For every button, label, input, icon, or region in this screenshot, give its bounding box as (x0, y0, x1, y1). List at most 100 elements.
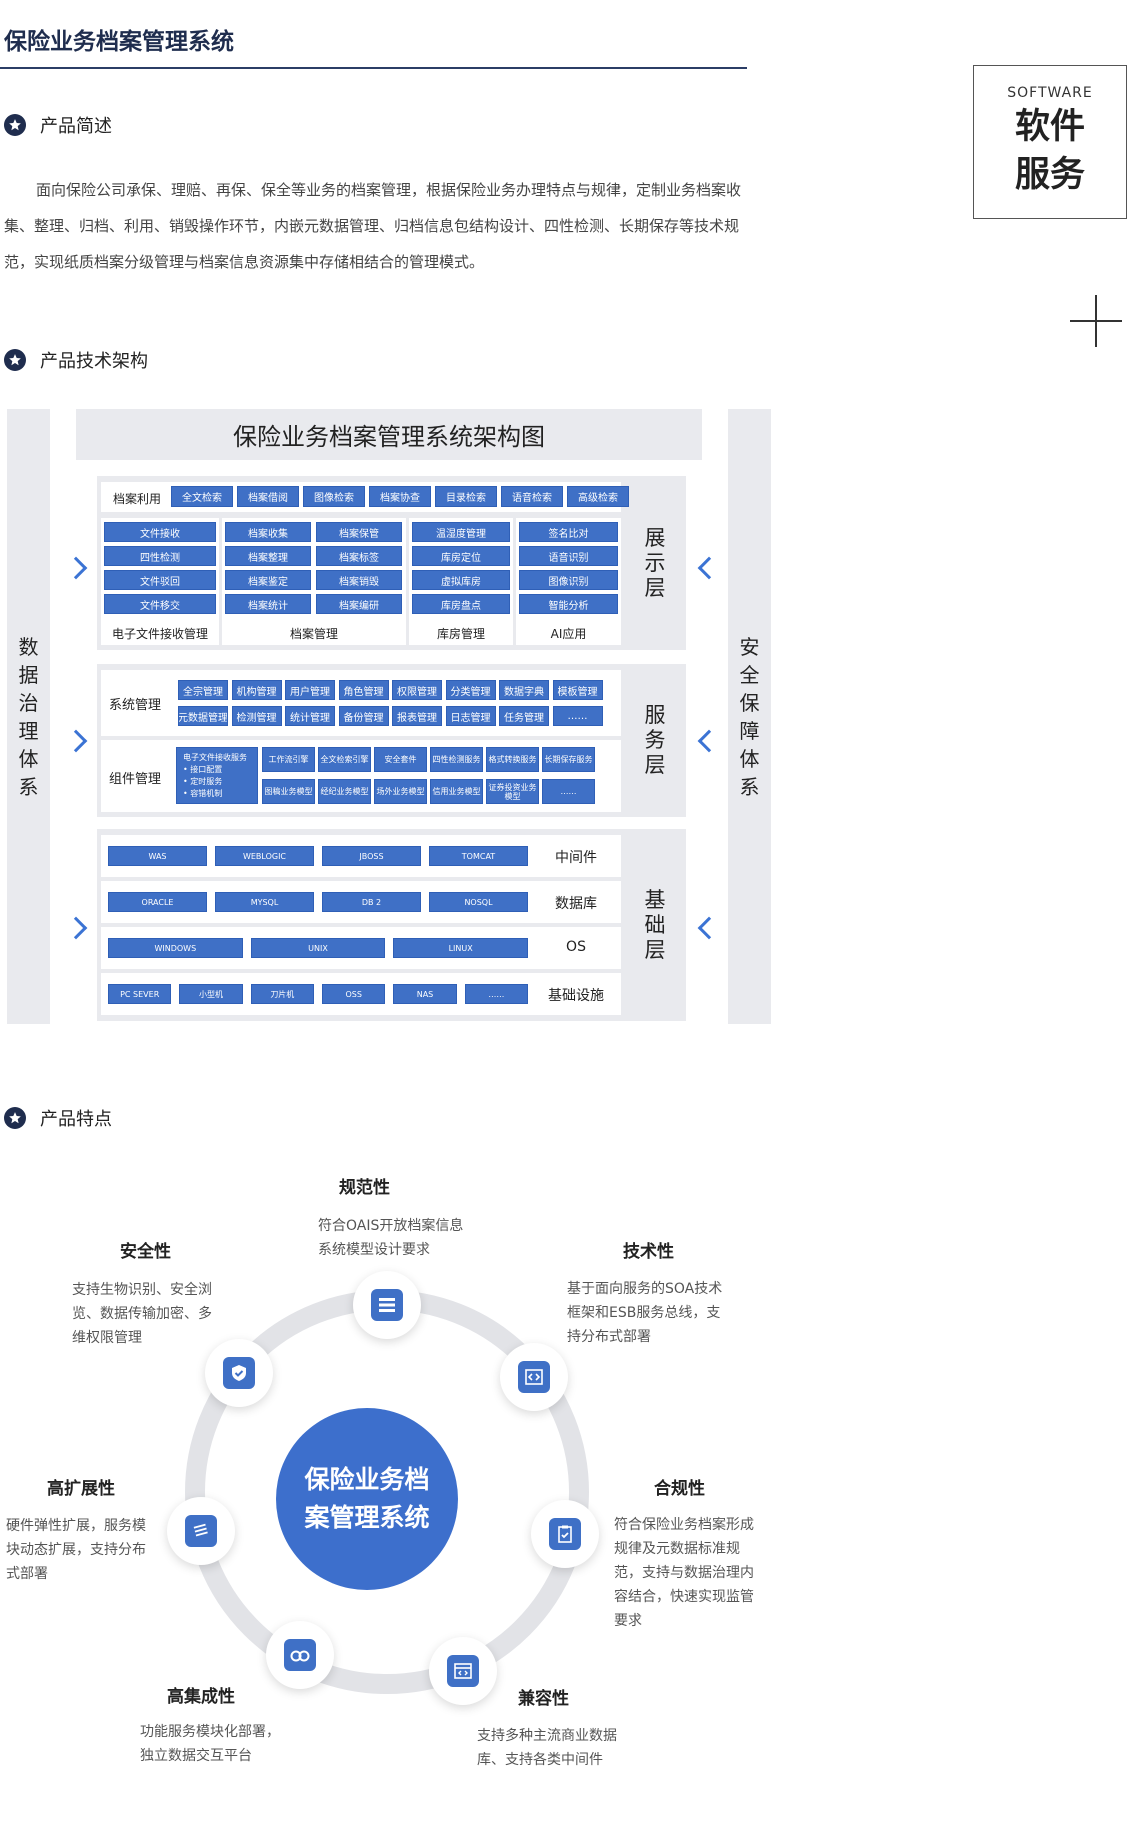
store-item: 库房盘点 (412, 594, 510, 614)
mgmt-item: 档案统计 (225, 594, 311, 614)
display-layer-label: 展示层 (624, 476, 686, 650)
vertical-char: 基 (644, 887, 666, 912)
feature-desc-line: 系统模型设计要求 (318, 1242, 430, 1258)
browser-code-icon (447, 1655, 479, 1687)
vertical-char: 示 (644, 550, 666, 575)
feature-node (531, 1500, 599, 1568)
feature-desc-line: 规律及元数据标准规 (614, 1541, 740, 1557)
base-item: LINUX (393, 938, 528, 958)
base-item: WINDOWS (108, 938, 243, 958)
vertical-char: 层 (644, 753, 666, 777)
service-layer-label: 服务层 (624, 664, 686, 817)
layers-icon (185, 1515, 217, 1547)
comp-first-line: 电子文件接收服务 (183, 752, 247, 762)
feature-desc-line: 要求 (614, 1613, 642, 1629)
comp-item: 长期保存服务 (542, 747, 595, 772)
star-icon (4, 1107, 26, 1129)
archive-use-item: 图像检索 (303, 486, 365, 507)
feature-title: 高集成性 (167, 1687, 235, 1707)
feature-desc-line: 支持多种主流商业数据 (477, 1728, 617, 1744)
feature-title: 兼容性 (518, 1689, 569, 1709)
vertical-char: 系 (18, 774, 39, 799)
software-service-badge: SOFTWARE 软件 服务 (973, 65, 1127, 219)
comp-item: 经纪业务模型 (318, 779, 371, 804)
feature-desc-line: 基于面向服务的SOA技术 (567, 1281, 723, 1297)
feature-desc: 符合OAIS开放档案信息系统模型设计要求 (318, 1214, 463, 1262)
vertical-char: 体 (739, 746, 760, 771)
feature-desc: 基于面向服务的SOA技术框架和ESB服务总线，支持分布式部署 (567, 1277, 722, 1349)
feature-desc: 硬件弹性扩展，服务模块动态扩展，支持分布式部署 (6, 1514, 146, 1586)
base-layer-label: 基础层 (624, 829, 686, 1021)
star-icon (4, 114, 26, 136)
vertical-char: 系 (739, 774, 760, 799)
recv-item: 四性检测 (104, 546, 216, 566)
base-item: 刀片机 (250, 984, 314, 1004)
feature-desc-line: 持分布式部署 (567, 1329, 651, 1345)
base-item: WEBLOGIC (215, 846, 314, 866)
sys-item: 数据字典 (499, 680, 549, 700)
base-item: WAS (108, 846, 207, 866)
vertical-char: 安 (739, 634, 760, 659)
archive-use-item: 高级检索 (567, 486, 629, 507)
badge-en: SOFTWARE (1007, 85, 1093, 101)
base-item: TOMCAT (429, 846, 528, 866)
chevron-left-icon (697, 729, 721, 753)
base-item: PC SEVER (108, 984, 172, 1004)
comp-item: …… (542, 779, 595, 804)
vertical-char: 治 (18, 690, 39, 715)
comp-item: 全文检索引擎 (318, 747, 371, 772)
feature-desc: 符合保险业务档案形成规律及元数据标准规范，支持与数据治理内容结合，快速实现监管要… (614, 1513, 754, 1633)
sys-item: 机构管理 (231, 680, 282, 700)
page-title: 保险业务档案管理系统 (4, 28, 234, 55)
vertical-char: 务 (644, 728, 666, 752)
vertical-char: 体 (18, 746, 39, 771)
server-icon (371, 1289, 403, 1321)
comp-first-line: • 容错机制 (183, 788, 223, 798)
ai-item: 智能分析 (519, 594, 618, 614)
comp-item: 格式转换服务 (486, 747, 539, 772)
base-item: ORACLE (108, 892, 207, 912)
base-item: NOSQL (429, 892, 528, 912)
security-column: 安全保障体系 (728, 409, 771, 1024)
archive-use-item: 目录检索 (435, 486, 497, 507)
mgmt-item: 档案销毁 (316, 570, 402, 590)
mgmt-item: 档案鉴定 (225, 570, 311, 590)
feature-node (205, 1339, 273, 1407)
mgmt-item: 档案保管 (316, 522, 402, 542)
vertical-char: 保 (739, 690, 760, 715)
vertical-char: 服 (644, 703, 666, 727)
recv-label: 电子文件接收管理 (111, 627, 208, 641)
shield-check-icon (223, 1357, 255, 1389)
comp-item: 场外业务模型 (374, 779, 427, 804)
feature-title: 技术性 (623, 1242, 674, 1262)
archive-use-item: 语音检索 (501, 486, 563, 507)
vertical-char: 数 (18, 634, 39, 659)
sys-item: 元数据管理 (178, 706, 228, 726)
feature-desc-line: 符合保险业务档案形成 (614, 1517, 754, 1533)
comp-item: 工作流引擎 (262, 747, 315, 772)
file-receive-service: 电子文件接收服务• 接口配置• 定时服务• 容错机制 (176, 747, 258, 804)
feature-title: 合规性 (654, 1479, 705, 1499)
sys-item: 全宗管理 (178, 680, 228, 700)
vertical-char: 层 (644, 575, 666, 600)
sys-item: …… (552, 706, 603, 726)
chevron-right-icon (64, 556, 88, 580)
feature-desc-line: 功能服务模块化部署， (140, 1724, 280, 1740)
section-features-heading: 产品特点 (4, 1105, 112, 1131)
base-row-label: 数据库 (555, 896, 597, 912)
base-row-label: 基础设施 (548, 988, 604, 1004)
feature-node (429, 1637, 497, 1705)
vertical-char: 理 (18, 718, 39, 743)
sys-mgmt-label: 系统管理 (109, 698, 162, 713)
feature-desc-line: 容结合，快速实现监管 (614, 1589, 754, 1605)
sys-item: 报表管理 (392, 706, 442, 726)
feature-title: 安全性 (120, 1242, 171, 1262)
sys-item: 备份管理 (338, 706, 389, 726)
chevron-left-icon (697, 556, 721, 580)
comp-first-line: • 接口配置 (183, 764, 223, 774)
base-item: NAS (393, 984, 457, 1004)
comp-item: 证券投资业务模型 (486, 779, 539, 804)
vertical-char: 层 (644, 937, 666, 962)
feature-desc-line: 维权限管理 (72, 1330, 142, 1346)
feature-node (266, 1621, 334, 1689)
